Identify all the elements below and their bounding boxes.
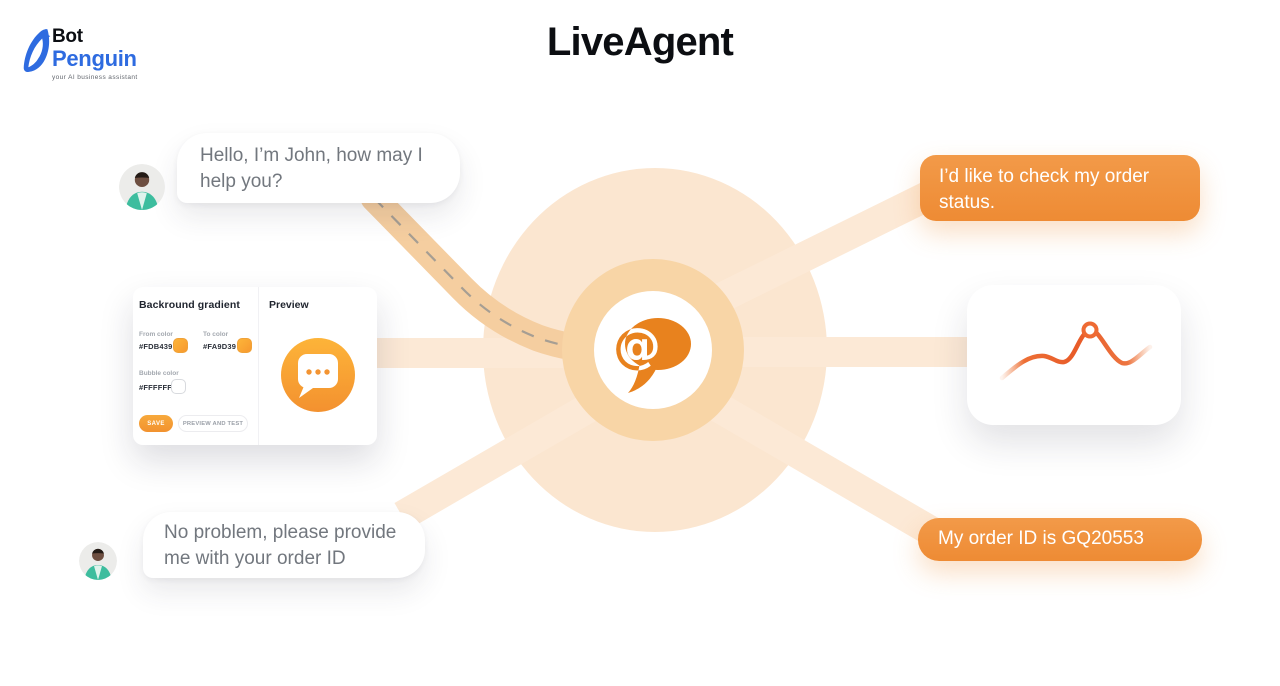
bubble-color-value: #FFFFFF	[139, 383, 173, 392]
botpenguin-wordmark: Bot Penguin your AI business assistant	[52, 27, 138, 82]
liveagent-logo-icon: @ @	[613, 318, 691, 393]
agent-avatar-icon	[119, 164, 165, 210]
from-color-value: #FDB439	[139, 342, 173, 351]
save-button[interactable]: SAVE	[139, 415, 173, 432]
preview-title: Preview	[269, 299, 309, 311]
agent-avatar-icon	[79, 542, 117, 580]
brand-name-bottom: Penguin	[52, 46, 137, 71]
penguin-icon	[23, 29, 51, 72]
agent-avatar	[79, 542, 117, 580]
widget-settings-card: Backround gradient From color #FDB439 To…	[133, 287, 377, 445]
user-message-bubble: I’d like to check my order status.	[920, 155, 1200, 221]
trend-line-icon	[999, 321, 1153, 381]
speech-bubble-shape	[625, 318, 691, 370]
preview-and-test-button[interactable]: PREVIEW AND TEST	[178, 415, 248, 432]
speech-bubble-tail	[628, 362, 657, 393]
agent-message-bubble: No problem, please provide me with your …	[143, 512, 425, 578]
user-message-bubble: My order ID is GQ20553	[918, 518, 1202, 561]
bubble-color-swatch[interactable]	[171, 379, 186, 394]
card-divider	[258, 287, 259, 445]
to-color-label: To color	[203, 331, 229, 338]
bubble-color-label: Bubble color	[139, 370, 179, 377]
order-status-card	[967, 285, 1181, 425]
botpenguin-logo: Bot Penguin your AI business assistant	[18, 22, 168, 92]
chat-widget-preview-icon	[281, 338, 355, 412]
brand-name-top: Bot	[52, 26, 83, 47]
to-color-swatch[interactable]	[237, 338, 252, 353]
page-title: LiveAgent	[546, 20, 734, 64]
settings-card-title: Backround gradient	[139, 299, 240, 311]
agent-message-bubble: Hello, I’m John, how may I help you?	[177, 133, 460, 203]
from-color-swatch[interactable]	[173, 338, 188, 353]
from-color-label: From color	[139, 331, 173, 338]
agent-avatar	[119, 164, 165, 210]
brand-tagline: your AI business assistant	[52, 74, 138, 81]
to-color-value: #FA9D39	[203, 342, 237, 351]
